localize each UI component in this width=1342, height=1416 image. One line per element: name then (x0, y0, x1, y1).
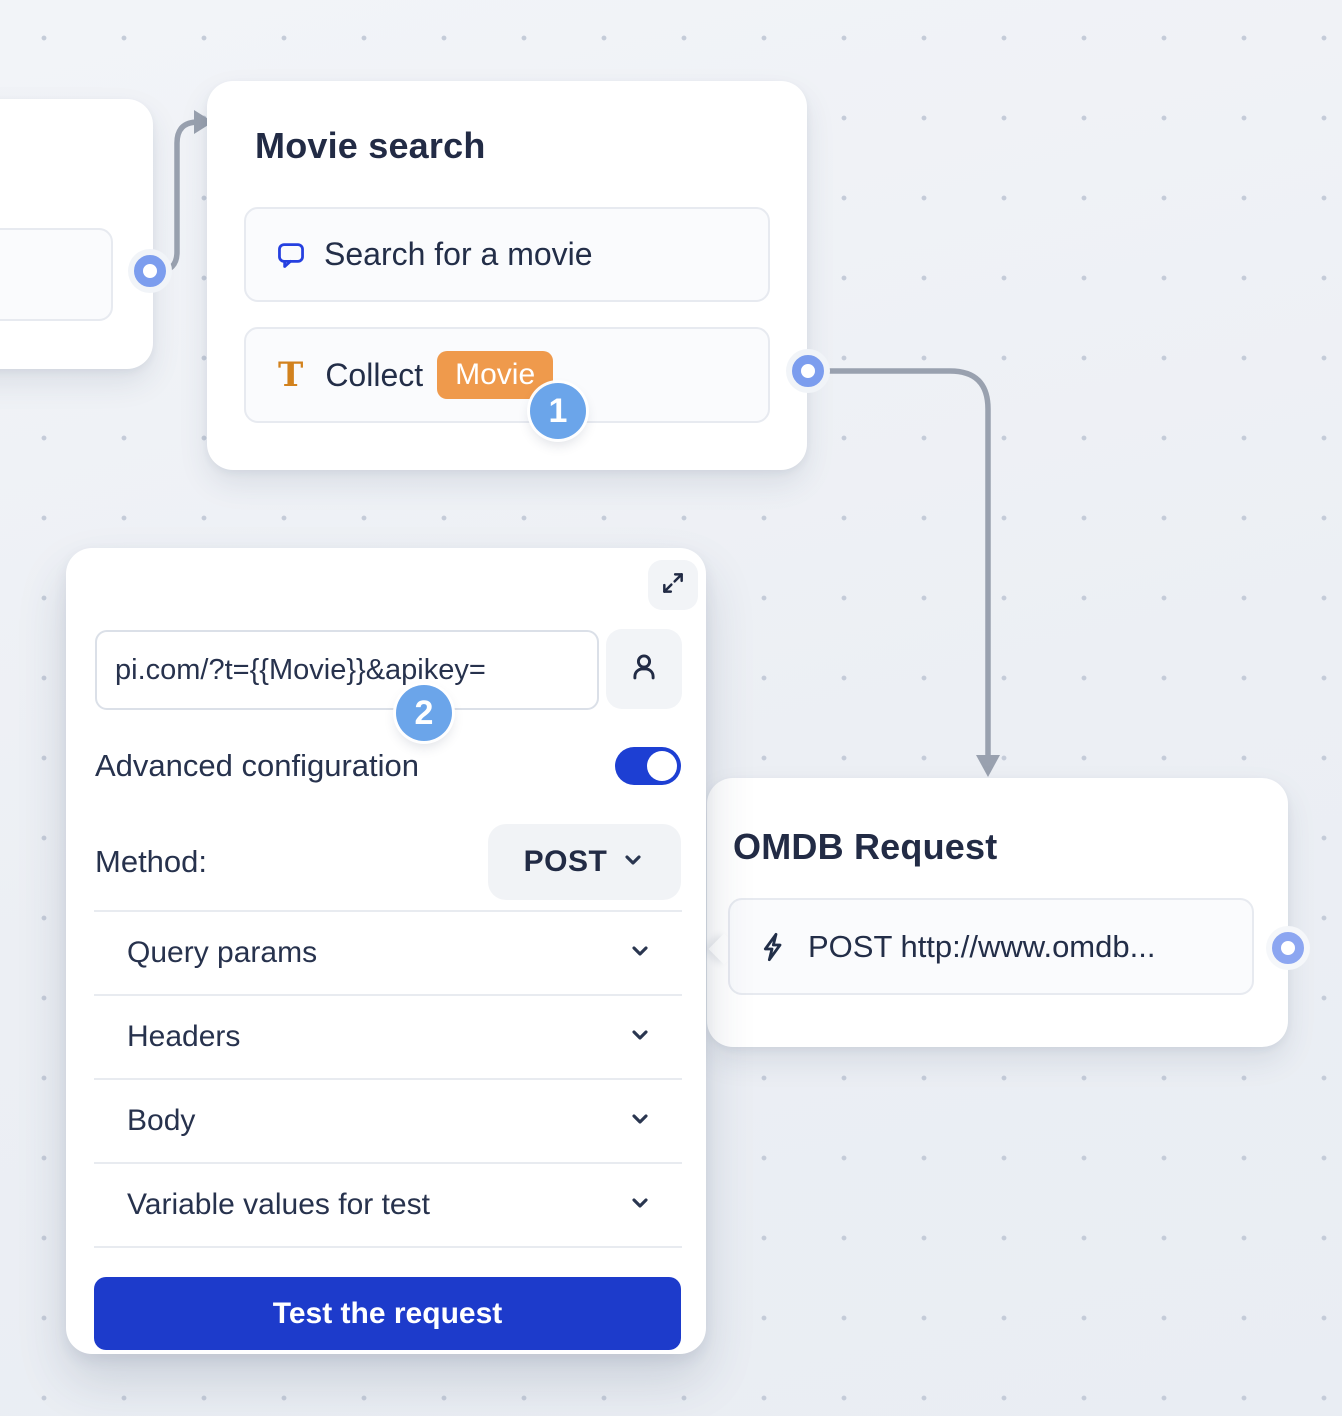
block-ask-question[interactable]: Search for a movie (244, 207, 770, 302)
block-webhook-request[interactable]: POST http://www.omdb... (728, 898, 1254, 995)
chevron-down-icon (628, 1191, 652, 1220)
node-title: Movie search (255, 125, 486, 166)
block-label: Collect (325, 356, 424, 393)
advanced-configuration-label: Advanced configuration (95, 748, 420, 783)
block-label: Search for a movie (324, 236, 593, 272)
chevron-down-icon (628, 1107, 652, 1136)
port-ring (134, 255, 166, 287)
method-label: Method: (95, 844, 208, 879)
step-2-badge: 2 (396, 685, 452, 741)
section-body[interactable]: Body (94, 1080, 682, 1164)
person-icon (627, 650, 661, 689)
output-port[interactable] (1266, 926, 1310, 970)
expand-icon (660, 570, 686, 601)
webhook-url-input[interactable] (95, 630, 599, 710)
variable-chip[interactable]: Movie (437, 351, 554, 399)
step-1-badge: 1 (530, 383, 586, 439)
node-title: OMDB Request (733, 826, 998, 867)
config-sections: Query params Headers Body Variable value… (94, 910, 682, 1248)
toggle-knob (647, 751, 677, 781)
connector-movie-search-to-omdb (826, 368, 991, 760)
output-port[interactable] (128, 249, 172, 293)
test-request-button[interactable]: Test the request (94, 1277, 681, 1350)
connector-left-to-movie-search (148, 119, 202, 274)
webhook-config-panel[interactable]: Advanced configuration Method: POST Quer… (66, 548, 706, 1354)
insert-variable-button[interactable] (606, 629, 682, 709)
section-variable-values[interactable]: Variable values for test (94, 1164, 682, 1248)
text-input-icon: T (278, 355, 304, 395)
port-ring (792, 355, 824, 387)
chat-bubble-icon (276, 240, 306, 270)
block-label: POST http://www.omdb... (808, 928, 1156, 964)
partial-node-block[interactable] (0, 228, 113, 321)
section-headers[interactable]: Headers (94, 996, 682, 1080)
arrowhead-into-omdb (976, 755, 1000, 777)
method-select[interactable]: POST (488, 824, 681, 900)
section-query-params[interactable]: Query params (94, 912, 682, 996)
chevron-down-icon (628, 1023, 652, 1052)
lightning-icon (758, 931, 790, 963)
chevron-down-icon (628, 939, 652, 968)
method-value: POST (523, 845, 608, 878)
partial-node[interactable] (0, 99, 153, 369)
node-omdb-request[interactable]: OMDB Request POST http://www.omdb... (707, 778, 1288, 1047)
port-ring (1272, 932, 1304, 964)
node-movie-search[interactable]: Movie search Search for a movie T Collec… (207, 81, 807, 470)
chevron-down-icon (621, 848, 645, 877)
output-port[interactable] (786, 349, 830, 393)
advanced-configuration-toggle[interactable] (615, 747, 681, 785)
block-collect-variable[interactable]: T Collect Movie (244, 327, 770, 423)
expand-panel-button[interactable] (648, 560, 698, 610)
